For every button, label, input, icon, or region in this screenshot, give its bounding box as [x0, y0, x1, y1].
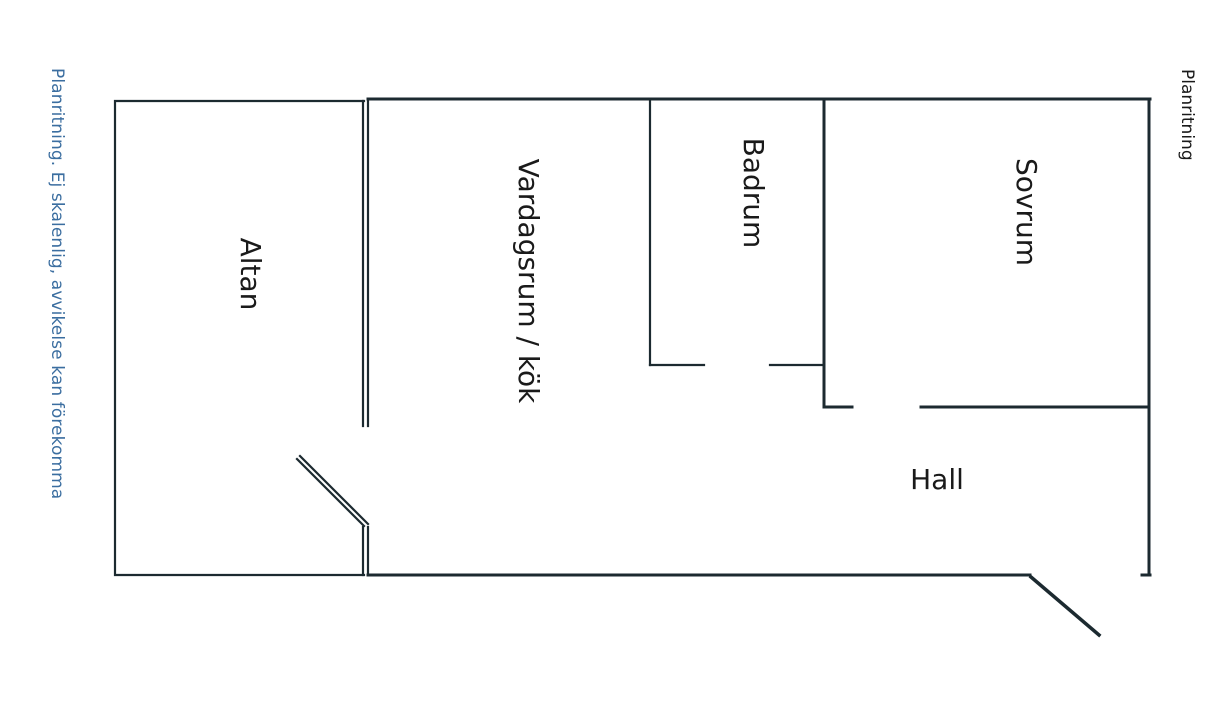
right-wall — [1140, 97, 1152, 577]
room-label-badrum: Badrum — [737, 138, 770, 249]
room-label-sovrum: Sovrum — [1010, 158, 1043, 266]
partition-wall-altan — [361, 97, 370, 577]
room-label-vardagsrum: Vardagsrum / kök — [512, 159, 545, 405]
altan-walls — [113, 99, 366, 577]
room-label-hall: Hall — [910, 463, 964, 496]
sovrum-walls — [822, 97, 1151, 409]
altan-door — [295, 454, 370, 528]
room-label-altan: Altan — [234, 238, 267, 311]
badrum-walls — [648, 97, 825, 367]
entrance-door — [1028, 574, 1102, 638]
